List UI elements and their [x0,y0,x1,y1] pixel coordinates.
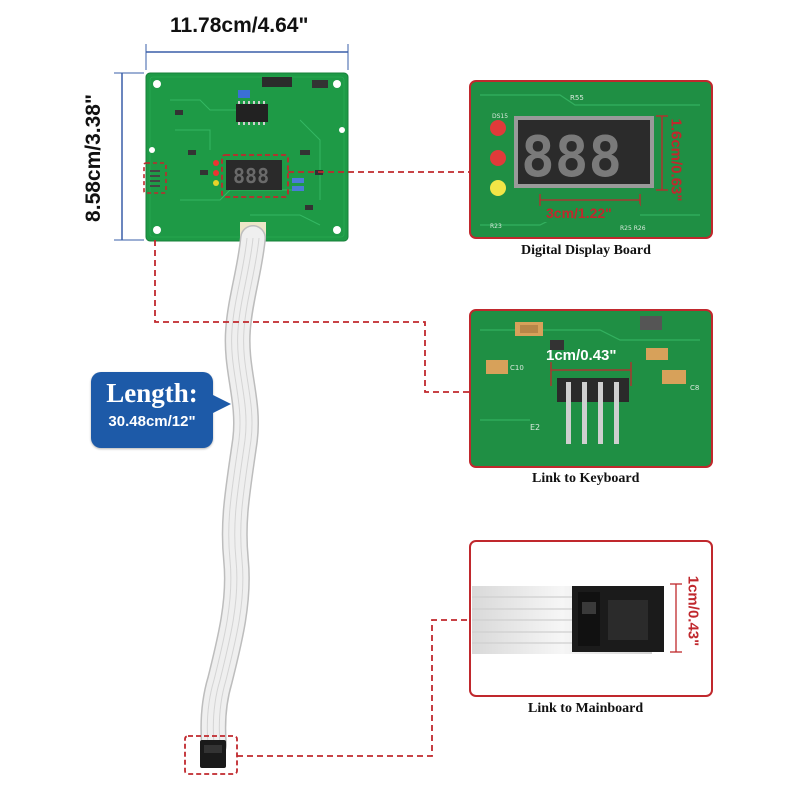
mainboard-connector-height-label: 1cm/0.43" [684,575,702,647]
keyboard-header-width-label: 1cm/0.43" [546,347,617,364]
board-width-label: 11.78cm/4.64" [170,14,309,37]
keyboard-panel: C10 C8 E2 [469,309,713,468]
svg-text:C8: C8 [690,384,699,392]
display-width-label: 3cm/1.22" [546,205,612,221]
ribbon-cable [200,225,266,768]
svg-text:DS15: DS15 [492,113,508,120]
main-pcb: 888 [145,72,349,242]
callout-lines [154,171,470,757]
svg-text:R25 R26: R25 R26 [620,225,646,232]
height-dimension-line [114,72,144,241]
svg-text:888: 888 [521,125,622,190]
display-highlight-box [221,154,289,198]
svg-text:888: 888 [233,164,269,188]
mainboard-panel [469,540,713,697]
mainboard-panel-caption: Link to Mainboard [528,701,644,716]
keyboard-header-highlight-box [143,162,167,194]
svg-text:E2: E2 [530,423,540,432]
display-panel: R55 DS15 R23 R25 R26 888 [469,80,713,239]
board-height-label: 8.58cm/3.38" [82,94,105,222]
cable-length-badge: Length: 30.48cm/12" [91,372,231,448]
mainboard-connector-highlight-box [184,735,238,775]
keyboard-panel-caption: Link to Keyboard [532,471,640,486]
cable-length-value: 30.48cm/12" [108,413,196,430]
display-height-label: 1.6cm/0.63" [667,118,685,202]
cable-length-title: Length: [106,378,198,408]
svg-text:C10: C10 [510,364,524,372]
width-dimension-line [145,44,349,70]
svg-text:R55: R55 [570,94,584,102]
svg-text:R23: R23 [490,223,502,230]
display-panel-caption: Digital Display Board [521,243,651,258]
